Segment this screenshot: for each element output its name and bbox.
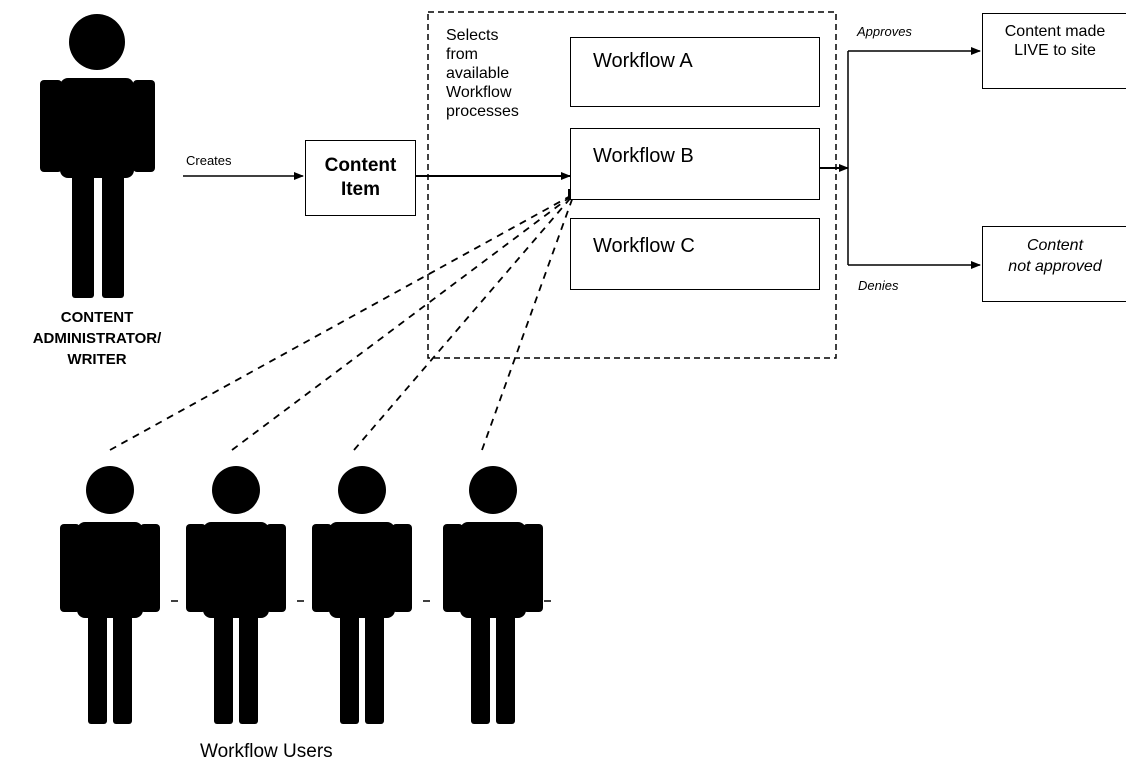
workflow-user-figure-icon <box>443 466 543 724</box>
workflow-users-caption: Workflow Users <box>200 741 333 762</box>
workflow-selection-boundary <box>427 11 837 359</box>
user-link-3 <box>353 193 575 451</box>
admin-role-label: CONTENT ADMINISTRATOR/ WRITER <box>32 309 162 368</box>
workflow-b-label: Workflow B <box>593 145 694 167</box>
workflow-c-label: Workflow C <box>593 235 695 257</box>
admin-figure-icon <box>40 14 155 298</box>
denies-label: Denies <box>858 278 899 293</box>
selection-note: Selects from available Workflow processe… <box>446 27 519 120</box>
user-links <box>109 193 575 451</box>
workflow-user-figure-icon <box>60 466 160 724</box>
workflow-a-box: Workflow A <box>570 37 820 107</box>
workflow-b-box: Workflow B <box>570 128 820 200</box>
workflow-a-label: Workflow A <box>593 50 693 72</box>
workflow-c-box: Workflow C <box>570 218 820 290</box>
workflow-user-figure-icon <box>186 466 286 724</box>
user-link-1 <box>109 193 575 451</box>
denied-outcome-box: Content not approved <box>982 226 1126 302</box>
workflow-user-figure-icon <box>312 466 412 724</box>
content-item-box: Content Item <box>305 140 416 216</box>
user-link-2 <box>231 193 575 451</box>
approves-label: Approves <box>857 24 912 39</box>
user-link-4 <box>481 193 575 451</box>
creates-label: Creates <box>186 153 232 168</box>
approved-outcome-box: Content made LIVE to site <box>982 13 1126 89</box>
